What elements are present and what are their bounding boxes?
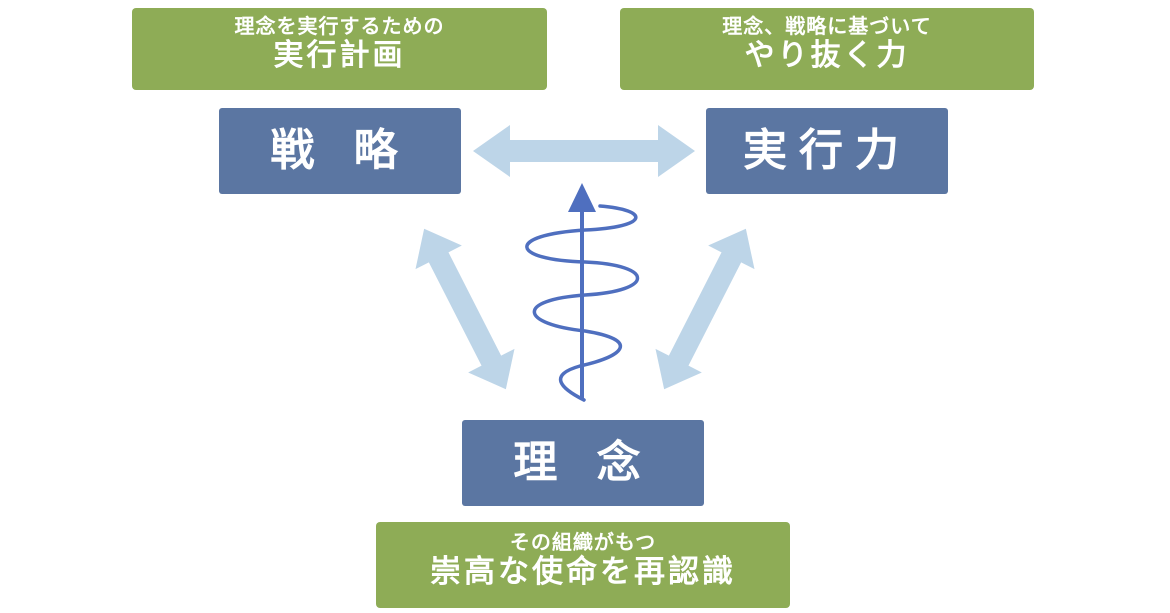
execution-caption-box: 理念、戦略に基づいて やり抜く力 — [620, 8, 1034, 90]
philosophy-caption-title: 崇高な使命を再認識 — [430, 554, 736, 590]
execution-box: 実行力 — [706, 108, 948, 194]
double-arrow-execution-philosophy — [655, 228, 755, 390]
double-arrow-strategy-philosophy — [415, 228, 515, 390]
strategy-box: 戦 略 — [219, 108, 461, 194]
spiral-arrow-icon — [525, 198, 639, 402]
strategy-caption-box: 理念を実行するための 実行計画 — [132, 8, 547, 90]
double-arrow-strategy-execution — [473, 125, 695, 177]
spiral-arrowhead — [568, 183, 596, 212]
strategy-caption-title: 実行計画 — [273, 38, 406, 73]
execution-caption-title: やり抜く力 — [744, 38, 910, 73]
execution-caption-subtitle: 理念、戦略に基づいて — [722, 14, 932, 38]
philosophy-caption-box: その組織がもつ 崇高な使命を再認識 — [376, 522, 790, 608]
philosophy-caption-subtitle: その組織がもつ — [509, 530, 657, 554]
strategy-caption-subtitle: 理念を実行するための — [234, 14, 445, 38]
philosophy-box: 理 念 — [462, 420, 704, 506]
